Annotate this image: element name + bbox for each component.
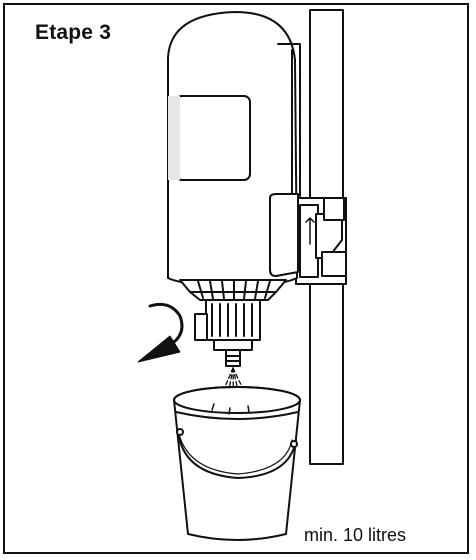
rotate-arrow-icon — [137, 302, 184, 363]
bucket-capacity-label: min. 10 litres — [304, 525, 407, 545]
drain-valve — [194, 299, 261, 367]
bucket — [173, 386, 301, 541]
step-title: Etape 3 — [35, 21, 112, 44]
water-drops — [211, 403, 250, 415]
ribbed-collar — [179, 279, 287, 301]
tank-body — [167, 11, 301, 287]
wall-bracket — [295, 197, 347, 285]
